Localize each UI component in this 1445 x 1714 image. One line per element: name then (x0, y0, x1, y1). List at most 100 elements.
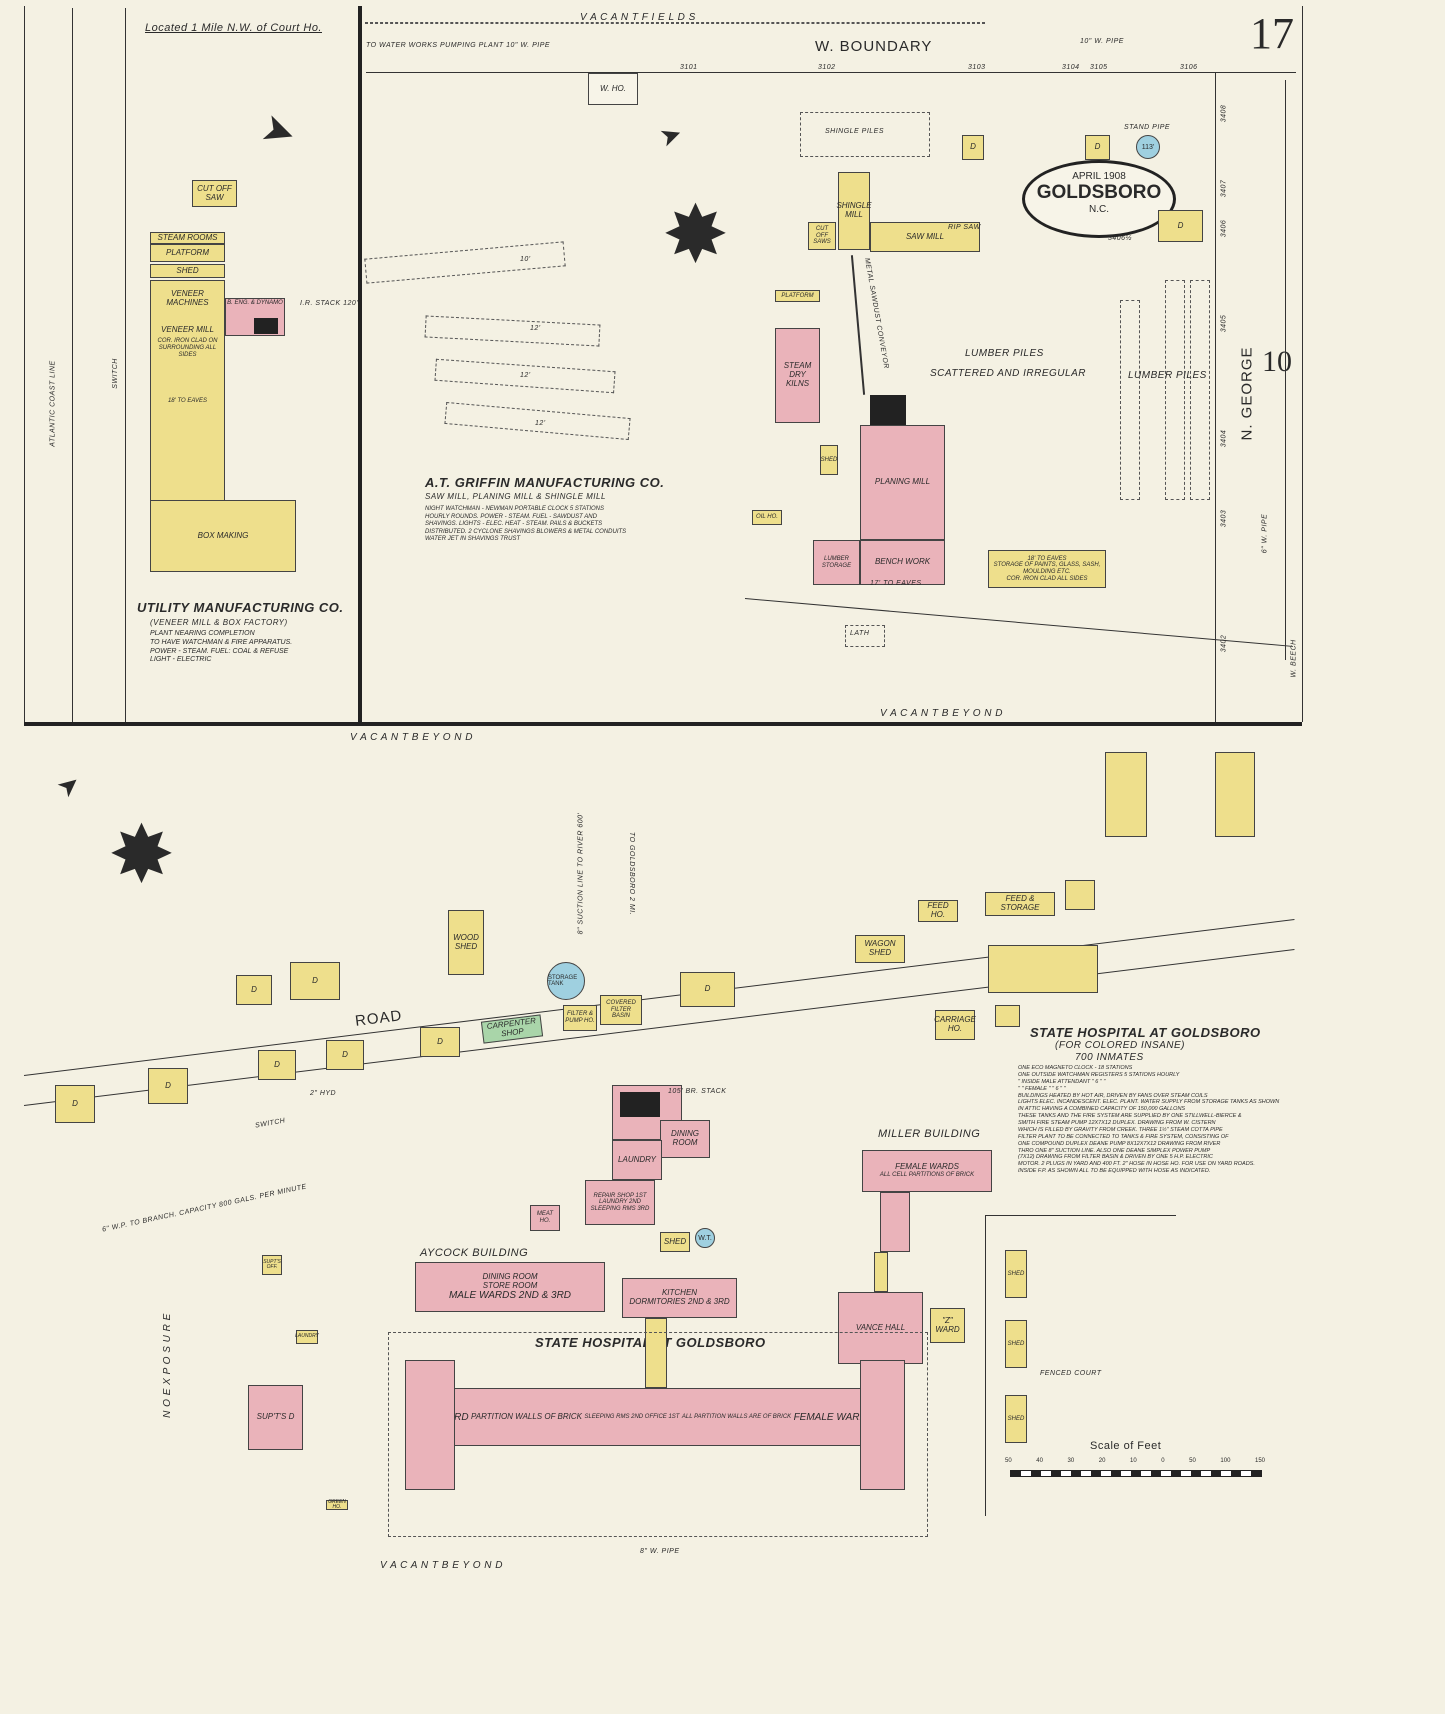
kitchen-dormitories: KITCHEN DORMITORIES 2ND & 3RD (622, 1278, 737, 1318)
laundry-small: LAUNDRY (295, 1330, 319, 1344)
n-george-street-line (1215, 72, 1216, 722)
shed-griffin: SHED (820, 445, 838, 475)
railroad-track-1 (72, 8, 73, 722)
location-note: Located 1 Mile N.W. of Court Ho. (145, 22, 322, 34)
scale-tick: 50 (1005, 1458, 1012, 1464)
lumber-pile-7 (1190, 280, 1210, 500)
veneer-machines-label: VENEER MACHINES (166, 289, 209, 307)
panel-divider-horizontal (24, 722, 1302, 726)
w-ho-building: W. HO. (588, 73, 638, 105)
dwelling-7: D (680, 972, 735, 1007)
dwelling-8: D (236, 975, 272, 1005)
stack-label: I.R. STACK 120' (300, 300, 359, 307)
utility-company-name: UTILITY MANUFACTURING CO. (137, 600, 344, 615)
vacant-beyond-mid-label: V A C A N T B E Y O N D (350, 732, 474, 743)
miller-building-label: MILLER BUILDING (878, 1128, 981, 1140)
dim-12b: 12' (520, 372, 531, 379)
miller-connector (880, 1192, 910, 1252)
planing-mill-building: PLANING MILL (860, 425, 945, 540)
platform-griffin: PLATFORM (775, 290, 820, 302)
griffin-notes: NIGHT WATCHMAN - NEWMAN PORTABLE CLOCK 5… (425, 506, 627, 542)
carriage-ho: CARRIAGE HO. (934, 1010, 976, 1040)
griffin-eaves-label: 17' TO EAVES (870, 580, 922, 587)
right-panel-frame (362, 6, 1303, 722)
griffin-company-sub: SAW MILL, PLANING MILL & SHINGLE MILL (425, 492, 606, 501)
miller-building: FEMALE WARDS ALL CELL PARTITIONS OF BRIC… (862, 1150, 992, 1192)
lumber-piles-2-label: LUMBER PILES (1128, 370, 1207, 381)
filter-pump-house: FILTER & PUMP HO. (563, 1005, 597, 1031)
dwelling-6: D (290, 962, 340, 1000)
veneer-mill-label: VENEER MILL (161, 324, 214, 334)
panel-divider-vertical (358, 6, 362, 726)
hydrant-label: 2" HYD (310, 1090, 337, 1097)
w-pipe-8-label: 8" W. PIPE (640, 1548, 680, 1555)
top-boundary-dash (365, 22, 985, 24)
boilers-griffin (870, 395, 906, 425)
supts-office: SUPT'S OFF. (262, 1255, 282, 1275)
paints-storage-building: 18' TO EAVES STORAGE OF PAINTS, GLASS, S… (988, 550, 1106, 588)
scale-ticks: 50 40 30 20 10 0 50 100 150 (1005, 1458, 1265, 1464)
dwelling-3: D (258, 1050, 296, 1080)
n-george-street-line-2 (1285, 80, 1286, 660)
rip-saw-label: RIP SAW (948, 224, 981, 231)
hospital-yard-fence (388, 1332, 928, 1537)
branch-pipe-label: 6" W.P. TO BRANCH. CAPACITY 800 GALS. PE… (101, 1183, 308, 1234)
wagon-shed: WAGON SHED (855, 935, 905, 963)
utility-company-sub: (VENEER MILL & BOX FACTORY) (150, 618, 288, 627)
north-arrow-icon: ➤ (50, 766, 87, 804)
street-road: ROAD (354, 1007, 404, 1030)
dwelling-griffin-2: D (1085, 135, 1110, 160)
cartouche-date: April 1908 (1072, 171, 1126, 182)
eaves-label: 18' TO EAVES (167, 398, 208, 405)
supts-dwelling: SUP'T'S D (248, 1385, 303, 1450)
hospital-notes: ONE ECO MAGNETO CLOCK - 18 STATIONS ONE … (1018, 1065, 1280, 1175)
sheet-number: 17 (1250, 9, 1294, 58)
main-corridor (645, 1318, 667, 1388)
address-3408: 3408 (1220, 104, 1228, 123)
repair-shop-laundry: REPAIR SHOP 1ST LAUNDRY 2ND SLEEPING RMS… (585, 1180, 655, 1225)
switch-label-bottom: SWITCH (254, 1117, 286, 1130)
cartouche-state: N.C. (1089, 204, 1109, 215)
address-3101: 3101 (680, 64, 698, 71)
dining-room-building: DINING ROOM (660, 1120, 710, 1158)
storage-clad: COR. IRON CLAD ALL SIDES (1006, 575, 1088, 582)
dormitories-label: DORMITORIES 2ND & 3RD (629, 1297, 730, 1306)
storage-contents: STORAGE OF PAINTS, GLASS, SASH, MOULDING… (993, 562, 1101, 575)
to-goldsboro-label: TO GOLDSBORO 2 MI. (628, 831, 636, 916)
dwelling-4: D (326, 1040, 364, 1070)
address-3106: 3106 (1180, 64, 1198, 71)
address-3402: 3402 (1220, 634, 1228, 653)
kitchen-label: KITCHEN (661, 1288, 698, 1298)
address-3104: 3104 (1062, 64, 1080, 71)
platform-building: PLATFORM (150, 244, 225, 262)
address-3403: 3403 (1220, 509, 1228, 528)
address-3406-half: 3406½ (1108, 235, 1132, 242)
court-shed-2: SHED (1005, 1320, 1027, 1368)
griffin-company-name: A.T. GRIFFIN MANUFACTURING CO. (425, 475, 665, 490)
cell-partitions-label: ALL CELL PARTITIONS OF BRICK (879, 1172, 975, 1179)
lumber-storage-building: LUMBER STORAGE (813, 540, 860, 585)
barn-10 (1215, 752, 1255, 837)
vance-hall: VANCE HALL (838, 1292, 923, 1364)
female-ward-label: FEMALE WARD (793, 1411, 867, 1423)
vacant-beyond-top-label: V A C A N T B E Y O N D (880, 708, 1004, 719)
laundry-building: LAUNDRY (612, 1140, 662, 1180)
boiler (254, 318, 278, 334)
bench-work-building: BENCH WORK (860, 540, 945, 585)
court-shed-3: SHED (1005, 1395, 1027, 1443)
female-wards-label: FEMALE WARDS (895, 1162, 959, 1172)
scale-tick: 30 (1067, 1458, 1075, 1464)
address-3405: 3405 (1220, 314, 1228, 333)
hospital-subtitle: (FOR COLORED INSANE) (1055, 1040, 1186, 1051)
main-ward-building: MALE WARD PARTITION WALLS OF BRICK SLEEP… (405, 1388, 870, 1446)
shingle-piles (800, 112, 930, 157)
shingle-piles-label: SHINGLE PILES (825, 128, 885, 135)
w-pipe-6-label: 6" W. PIPE (1261, 513, 1269, 554)
switch-label-top: SWITCH (111, 358, 119, 389)
dwelling-1: D (55, 1085, 95, 1123)
dwelling-2: D (148, 1068, 188, 1104)
cut-off-saw-building: CUT OFF SAW (192, 180, 237, 207)
lumber-piles-label: LUMBER PILES (965, 348, 1044, 359)
address-3404: 3404 (1220, 429, 1228, 448)
